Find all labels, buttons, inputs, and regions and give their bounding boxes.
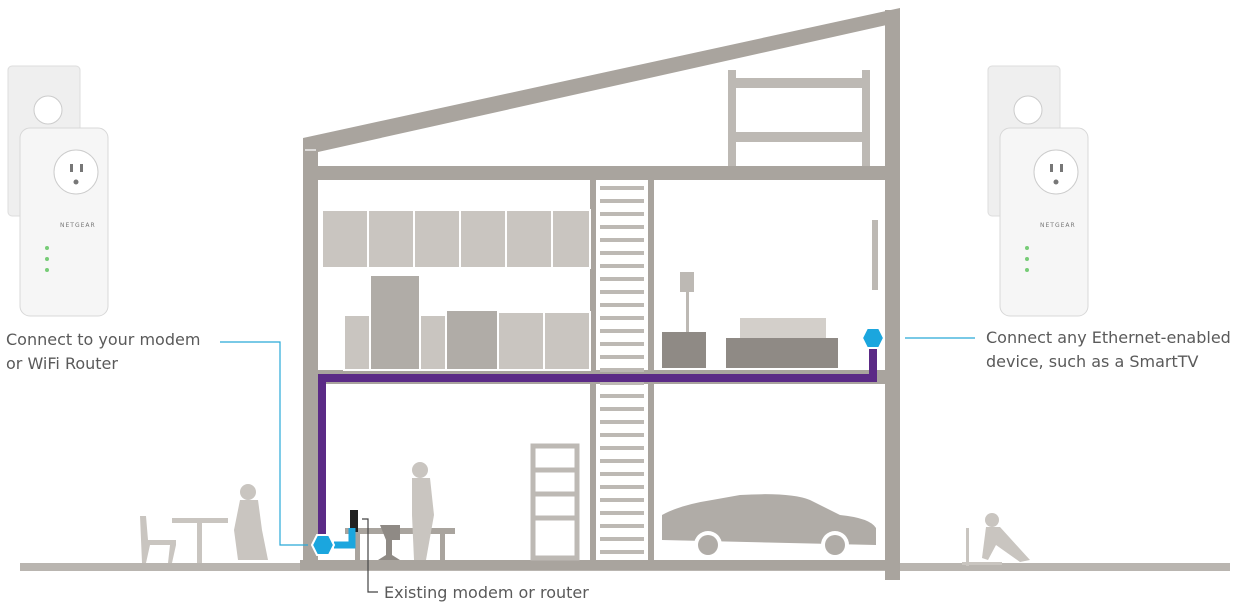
left-wall xyxy=(303,138,318,565)
car xyxy=(662,494,876,559)
powerline-adapter-ground xyxy=(310,534,336,556)
office xyxy=(345,462,455,560)
stair-step xyxy=(600,277,644,281)
callout-line-bottom xyxy=(362,518,378,593)
powerline-device-left xyxy=(7,65,109,317)
stair-step xyxy=(600,316,644,320)
stair-step xyxy=(600,186,644,190)
powerline-path xyxy=(318,345,877,540)
stair-step xyxy=(600,355,644,359)
powerline-adapter-upstairs xyxy=(860,327,886,349)
roof xyxy=(303,8,900,152)
staircase xyxy=(600,186,644,554)
ethernet-cable xyxy=(334,528,356,549)
stair-step xyxy=(600,381,644,385)
brand-label-left: NETGEAR xyxy=(60,222,96,229)
right-callout-line2: device, such as a SmartTV xyxy=(986,352,1199,371)
stair-step xyxy=(600,498,644,502)
stair-step xyxy=(600,472,644,476)
upper-floor xyxy=(318,166,885,180)
stair-step xyxy=(600,420,644,424)
stair-step xyxy=(600,290,644,294)
left-callout-line1: Connect to your modem xyxy=(6,330,201,349)
stair-step xyxy=(600,264,644,268)
stair-step xyxy=(600,459,644,463)
stair-step xyxy=(600,446,644,450)
stair-step xyxy=(600,524,644,528)
bottom-callout-text: Existing modem or router xyxy=(384,583,589,602)
left-callout-text: Connect to your modem or WiFi Router xyxy=(6,328,200,376)
stair-step xyxy=(600,485,644,489)
brand-label-right: NETGEAR xyxy=(1040,222,1076,229)
stair-step xyxy=(600,329,644,333)
stair-step xyxy=(600,550,644,554)
scooter-child xyxy=(962,513,1030,566)
kitchen xyxy=(321,209,591,371)
stair-step xyxy=(600,368,644,372)
stair-step xyxy=(600,537,644,541)
stair-step xyxy=(600,251,644,255)
stair-step xyxy=(600,225,644,229)
stair-step xyxy=(600,407,644,411)
stair-step xyxy=(600,303,644,307)
stair-step xyxy=(600,342,644,346)
stair-step xyxy=(600,212,644,216)
left-callout-line2: or WiFi Router xyxy=(6,354,118,373)
bunk-bed xyxy=(728,70,870,166)
stair-step xyxy=(600,394,644,398)
right-callout-text: Connect any Ethernet-enabled device, suc… xyxy=(986,326,1231,374)
stair-step xyxy=(600,433,644,437)
powerline-device-right xyxy=(987,65,1089,317)
stair-step xyxy=(600,199,644,203)
stair-step xyxy=(600,238,644,242)
bookshelf xyxy=(530,443,580,561)
callout-line-left xyxy=(220,341,308,546)
right-callout-line1: Connect any Ethernet-enabled xyxy=(986,328,1231,347)
right-wall xyxy=(885,10,900,580)
living-room xyxy=(662,220,878,368)
stair-step xyxy=(600,511,644,515)
outdoor-cafe xyxy=(140,484,268,563)
